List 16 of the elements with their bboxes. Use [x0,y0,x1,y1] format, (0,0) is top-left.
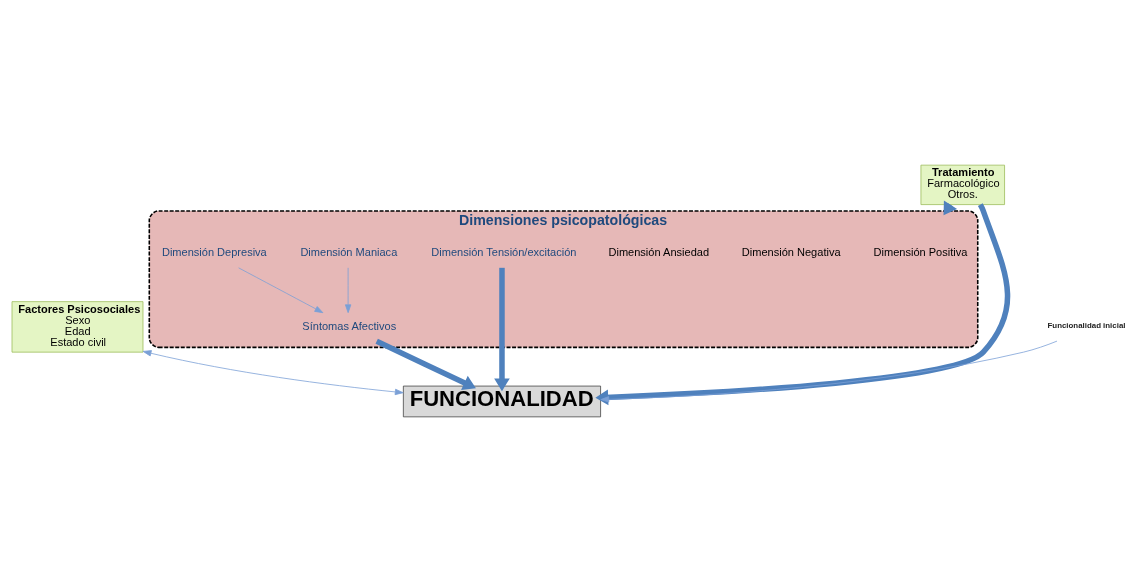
arrow [600,340,1058,402]
arrow [344,266,352,313]
node-box: FUNCIONALIDAD [402,385,601,417]
node-text: Dimensión Depresiva [161,245,267,258]
node-box: Tratamiento Farmacológico Otros. [920,164,1005,205]
arrow [494,267,510,391]
arrow [142,349,404,395]
node-text: Dimensión Negativa [741,245,841,258]
node-box: Factores Psicosociales Sexo Edad Estado civil [11,300,144,353]
arrow [238,266,324,313]
node-text: Dimensión Maniaca [300,245,398,258]
node-text: Funcionalidad inicial [1047,320,1126,330]
node-text: Dimensión Positiva [873,245,968,258]
node-text: Dimensión Tensión/excitación [431,245,577,258]
node-text: Síntomas Afectivos [302,319,397,332]
node-text: Dimensión Ansiedad [608,245,710,258]
